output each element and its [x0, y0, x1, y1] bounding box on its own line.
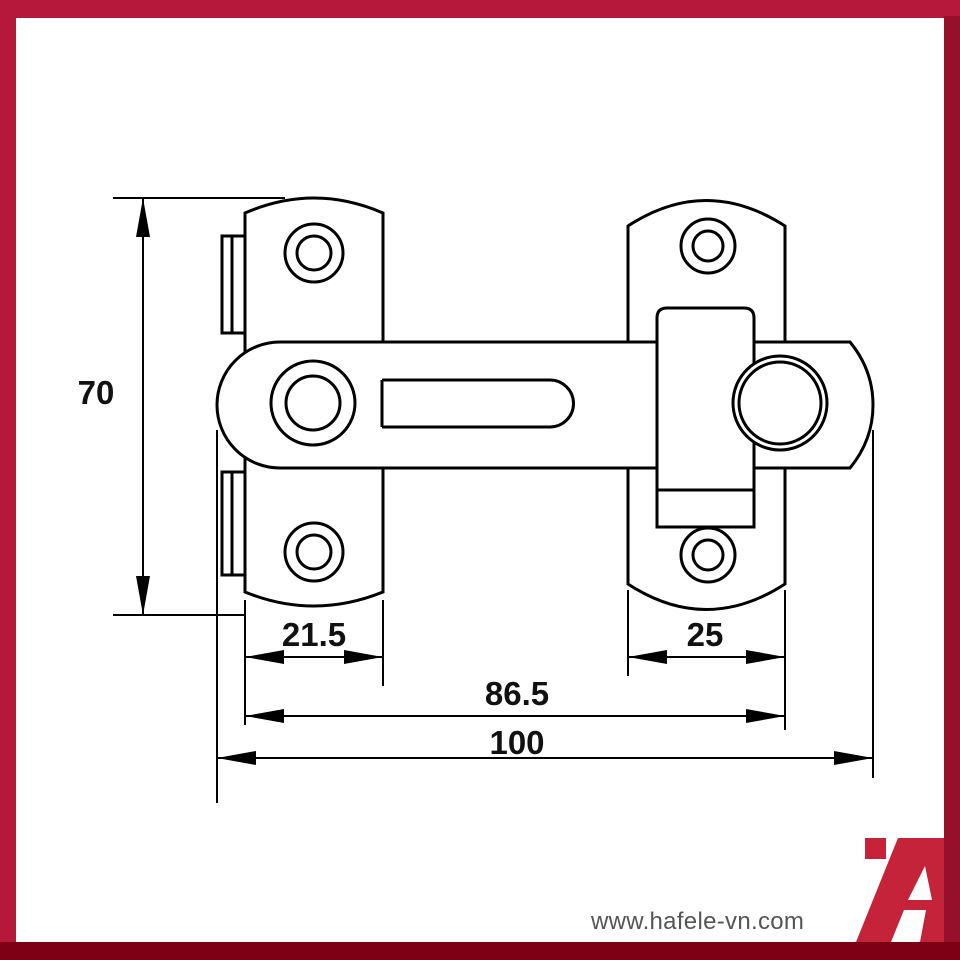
website-url: www.hafele-vn.com	[591, 908, 805, 935]
frame-right-edge	[944, 16, 960, 942]
dimension-lines	[113, 197, 874, 803]
overall-length-label: 100	[489, 724, 544, 761]
frame-bottom-edge	[0, 942, 960, 960]
plate-span-label: 86.5	[485, 675, 549, 712]
left-plate-width-label: 21.5	[282, 616, 346, 653]
slot	[382, 378, 575, 429]
right-plate-width-label: 25	[687, 616, 724, 653]
keeper	[655, 306, 829, 529]
drawing-panel	[16, 18, 944, 942]
hafele-logo	[856, 838, 944, 942]
height-dimension-label: 70	[78, 374, 115, 411]
